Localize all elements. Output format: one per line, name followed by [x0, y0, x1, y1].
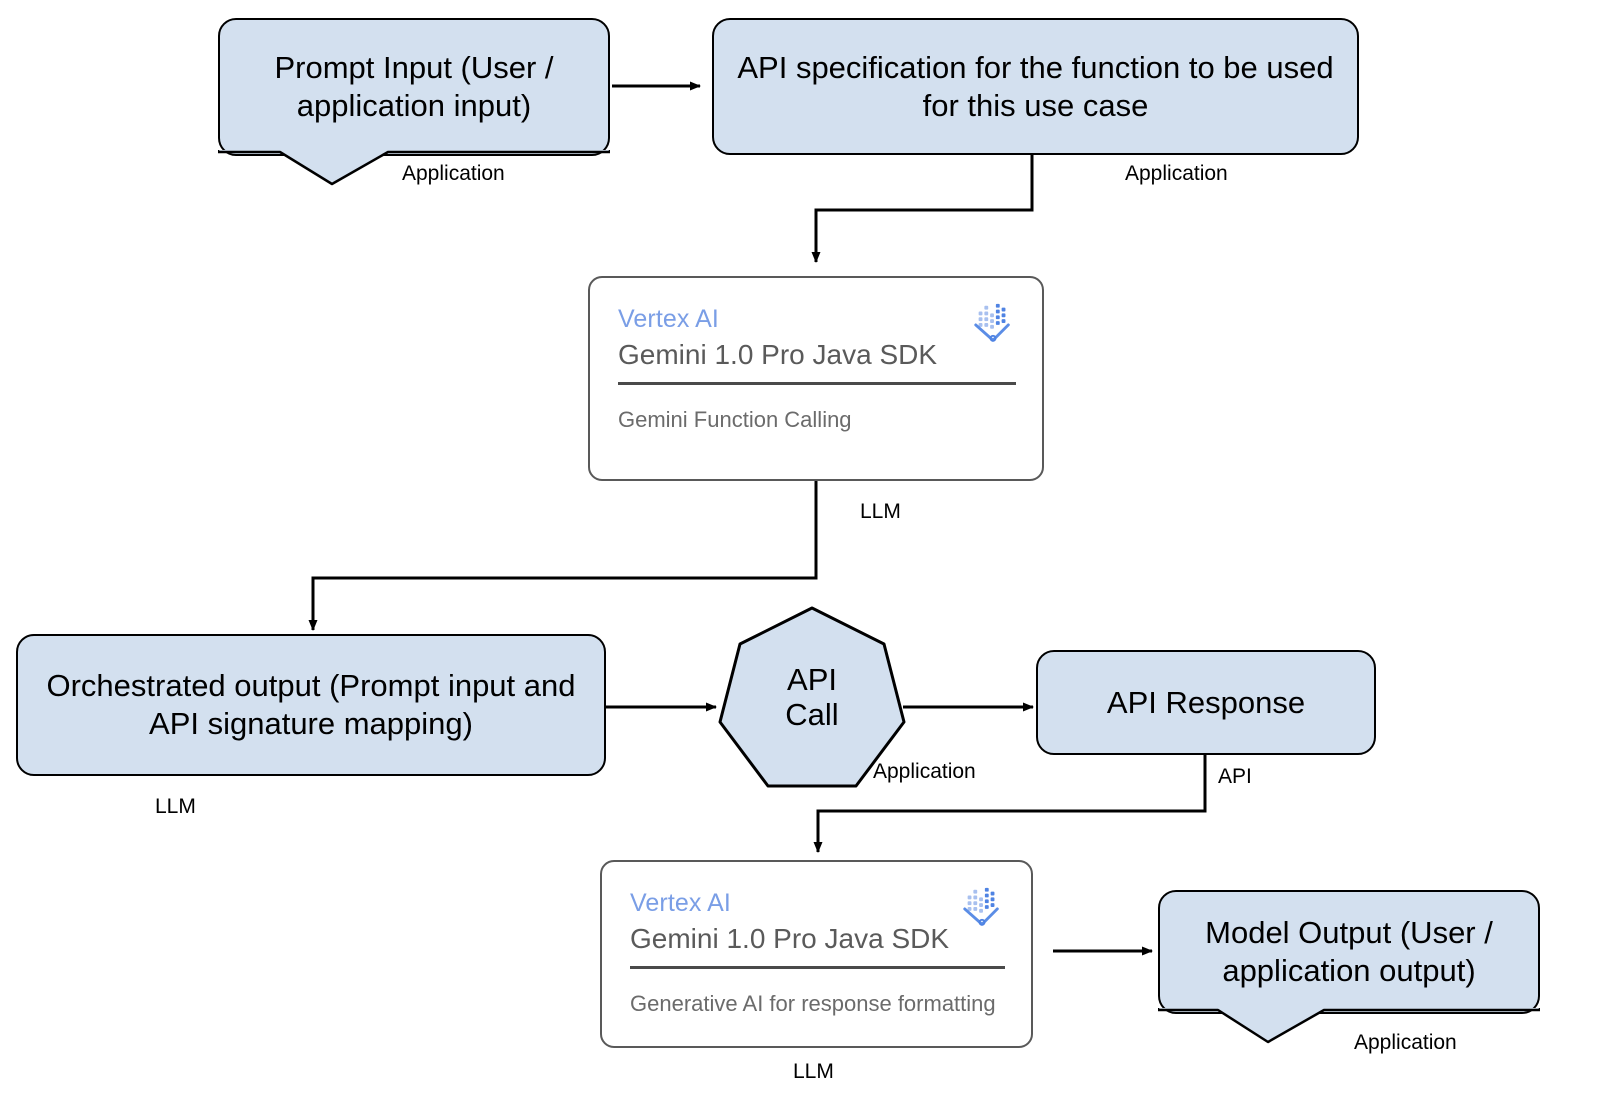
vertex-card-1-head: Vertex AI Gemini 1.0 Pro Java SDK — [618, 303, 1016, 374]
caption-prompt-input: Application — [402, 162, 505, 185]
vertex-card-2-divider — [630, 965, 1005, 969]
model-output-tail — [1158, 1008, 1540, 1044]
vertex-card-2-title: Vertex AI — [630, 889, 731, 917]
node-vertex-card-2[interactable]: Vertex AI Gemini 1.0 Pro Java SDK — [600, 860, 1033, 1048]
node-api-call-shape[interactable] — [716, 604, 908, 792]
node-api-call-label-line2: Call — [785, 697, 839, 732]
vertex-card-1-divider — [618, 381, 1016, 385]
vertex-ai-logo-icon — [974, 303, 1010, 342]
node-api-spec[interactable]: API specification for the function to be… — [712, 18, 1359, 155]
node-api-response[interactable]: API Response — [1036, 650, 1376, 755]
vertex-card-2-description: Generative AI for response formatting — [630, 990, 996, 1016]
vertex-card-1-description: Gemini Function Calling — [618, 406, 852, 432]
node-model-output-label: Model Output (User / application output) — [1205, 915, 1493, 988]
vertex-card-1-title: Vertex AI — [618, 305, 719, 333]
caption-orchestrated-output: LLM — [155, 795, 196, 818]
caption-api-response: API — [1218, 765, 1252, 788]
node-api-response-label: API Response — [1106, 684, 1306, 720]
caption-vertex-card-1: LLM — [860, 500, 901, 523]
node-model-output[interactable]: Model Output (User / application output) — [1158, 890, 1540, 1014]
node-prompt-input-label: Prompt Input (User / application input) — [274, 50, 554, 123]
node-api-call-label-line1: API — [787, 662, 837, 698]
caption-api-spec: Application — [1125, 162, 1228, 185]
vertex-ai-logo-icon — [963, 887, 999, 926]
vertex-card-2-head: Vertex AI Gemini 1.0 Pro Java SDK — [630, 887, 1005, 958]
node-orchestrated-output-label: Orchestrated output (Prompt input and AP… — [46, 668, 576, 741]
node-prompt-input[interactable]: Prompt Input (User / application input) — [218, 18, 610, 156]
vertex-card-2-subtitle: Gemini 1.0 Pro Java SDK — [630, 923, 950, 955]
node-vertex-card-1[interactable]: Vertex AI Gemini 1.0 Pro Java SDK — [588, 276, 1044, 481]
edge-apispec-to-vertex1 — [811, 155, 1034, 263]
caption-api-call: Application — [873, 760, 976, 783]
caption-vertex-card-2: LLM — [793, 1060, 834, 1083]
node-api-spec-label: API specification for the function to be… — [737, 49, 1334, 123]
node-orchestrated-output[interactable]: Orchestrated output (Prompt input and AP… — [16, 634, 606, 776]
vertex-card-1-subtitle: Gemini 1.0 Pro Java SDK — [618, 339, 938, 371]
node-api-call-label: API Call — [716, 604, 908, 792]
caption-model-output: Application — [1354, 1031, 1457, 1054]
